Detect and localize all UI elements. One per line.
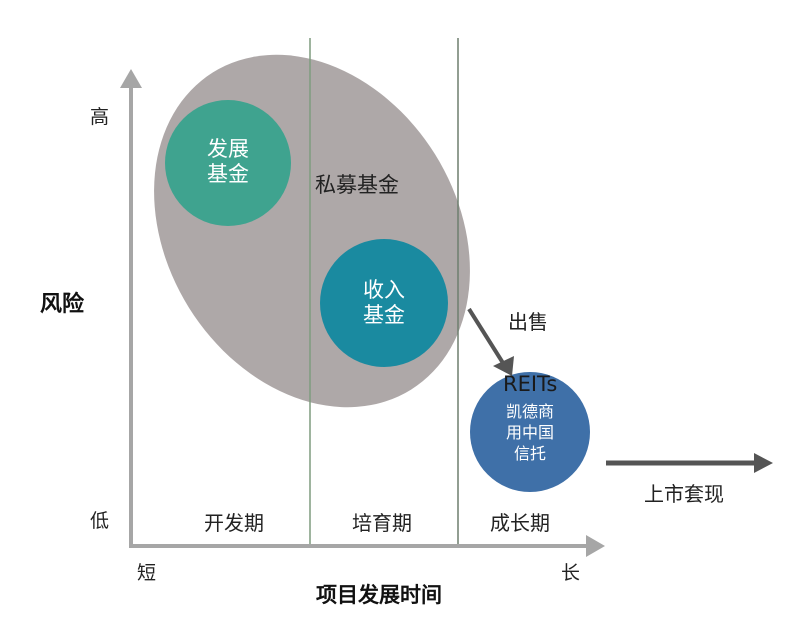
exit-arrow-icon [754,453,773,473]
x-axis-arrow-icon [586,535,605,557]
reits-circle [470,372,590,492]
private-fund-label: 私募基金 [315,173,399,197]
phase-development: 开发期 [204,511,264,535]
phase-incubation: 培育期 [352,511,412,535]
development-fund-label: 发展 基金 [207,137,249,187]
y-high-label: 高 [90,106,110,128]
y-axis-arrow-icon [120,69,142,88]
development-fund-circle [165,100,291,226]
private-fund-ellipse [154,54,470,408]
y-low-label: 低 [90,510,110,532]
income-fund-label: 收入 基金 [363,278,405,328]
x-short-label: 短 [137,562,157,584]
reits-label: 凯德商 用中国 信托 [505,402,554,463]
exit-label: 上市套现 [644,482,724,506]
sell-arrow-line [467,307,505,365]
phase-growth: 成长期 [490,511,550,535]
income-fund-circle [320,239,448,367]
sell-label: 出售 [508,310,548,334]
x-axis-title: 项目发展时间 [316,583,442,607]
sell-arrow-icon [493,356,514,376]
x-long-label: 长 [561,562,581,584]
reits-title: REITs [503,372,558,396]
y-axis-title: 风险 [40,292,85,317]
